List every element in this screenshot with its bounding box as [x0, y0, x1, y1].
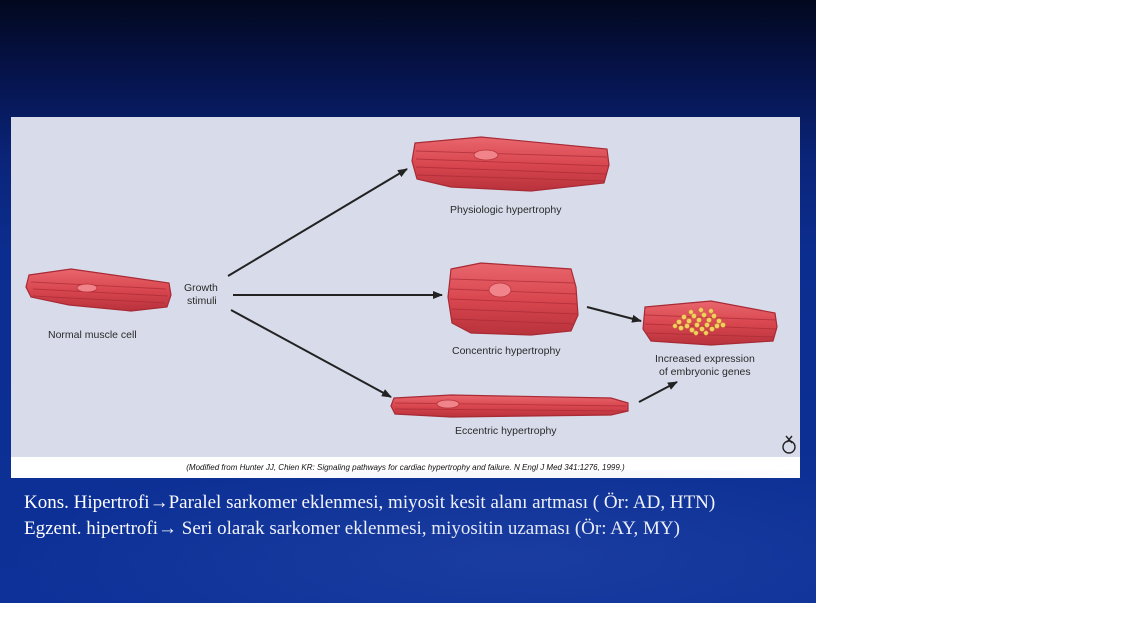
hypertrophy-diagram [25, 136, 796, 454]
label-growth: Growth [184, 282, 218, 294]
label-physiologic-hypertrophy: Physiologic hypertrophy [450, 204, 562, 216]
citation-bar: (Modified from Hunter JJ, Chien KR: Sign… [11, 457, 800, 478]
publisher-logo-icon [782, 435, 796, 454]
label-concentric-hypertrophy: Concentric hypertrophy [452, 345, 561, 357]
label-increased-expression: Increased expression [655, 353, 755, 365]
concentric-hypertrophy-cell [447, 262, 579, 336]
slide-background: Normal muscle cell Growth stimuli Physio… [0, 0, 816, 603]
label-stimuli: stimuli [187, 295, 217, 307]
label-eccentric-hypertrophy: Eccentric hypertrophy [455, 425, 557, 437]
embryonic-gene-dots [672, 307, 726, 336]
normal-muscle-cell [25, 268, 172, 312]
text-eccentric-definition: Egzent. hipertrofi→ Seri olarak sarkomer… [24, 518, 680, 539]
arrow-eccentric-to-embryonic [638, 381, 678, 403]
arrow-to-eccentric [230, 309, 392, 398]
eccentric-hypertrophy-cell [390, 394, 629, 418]
figure-panel: Normal muscle cell Growth stimuli Physio… [11, 117, 800, 478]
citation-text: (Modified from Hunter JJ, Chien KR: Sign… [186, 463, 625, 472]
arrow-to-physiologic [227, 168, 408, 277]
label-embryonic-genes: of embryonic genes [659, 366, 751, 378]
arrow-concentric-to-embryonic [586, 306, 642, 323]
physiologic-hypertrophy-cell [411, 136, 610, 192]
text-concentric-definition: Kons. Hipertrofi→Paralel sarkomer eklenm… [24, 492, 716, 513]
embryonic-expression-cell [642, 300, 778, 346]
label-normal-muscle-cell: Normal muscle cell [48, 329, 137, 341]
